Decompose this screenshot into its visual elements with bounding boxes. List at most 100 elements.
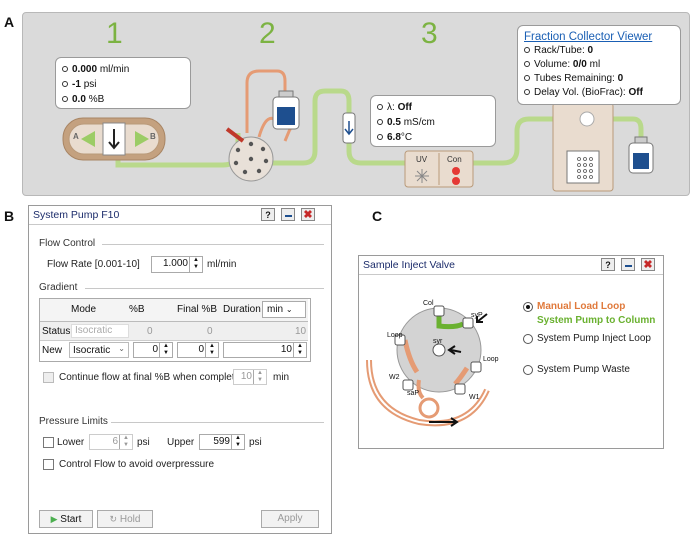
system-pump-dialog: System Pump F10 ? ✖ Flow Control Flow Ra… (28, 205, 332, 534)
flow-rate-label: Flow Rate [0.001-10] (47, 259, 140, 270)
duration-unit-select[interactable]: min ⌄ (262, 301, 306, 318)
delay-volume-value: Off (628, 87, 643, 98)
option-system-pump-waste[interactable]: System Pump Waste (537, 364, 630, 375)
pressure-limits-section-label: Pressure Limits (39, 416, 108, 427)
divider (111, 422, 324, 423)
upper-limit-label: Upper (167, 437, 195, 448)
spin-arrows-icon[interactable]: ▲▼ (119, 435, 132, 449)
lower-limit-stepper[interactable]: 6▲▼ (89, 434, 133, 450)
option-manual-load-loop[interactable]: Manual Load Loop (537, 301, 626, 312)
apply-button[interactable]: Apply (261, 510, 319, 528)
port-label-w2: W2 (389, 374, 400, 381)
orange-flow-path (453, 366, 470, 386)
pressure-unit: psi (83, 79, 97, 90)
chevron-down-icon: ⌄ (118, 344, 125, 353)
bottle-cap-icon (278, 90, 294, 98)
new-percent-b-value: 0 (152, 344, 158, 355)
start-button[interactable]: ▶ Start (39, 510, 93, 528)
new-duration-stepper[interactable]: 10▲▼ (223, 342, 307, 358)
spin-arrows-icon[interactable]: ▲▼ (293, 343, 306, 357)
minimize-button[interactable] (281, 208, 295, 221)
spin-arrows-icon[interactable]: ▲▼ (231, 435, 244, 449)
gradient-section-label: Gradient (39, 282, 78, 293)
arrow-icon (447, 345, 462, 355)
gradient-table (39, 298, 311, 362)
spin-arrows-icon[interactable]: ▲▼ (253, 370, 266, 384)
step-number-3: 3 (421, 17, 438, 50)
control-flow-checkbox[interactable] (43, 459, 54, 470)
delay-volume-label: Delay Vol. (BioFrac): (534, 87, 626, 98)
port-label-w1: W1 (469, 394, 480, 401)
new-percent-b-stepper[interactable]: 0▲▼ (133, 342, 173, 358)
gradient-table-header (40, 299, 308, 322)
valve-ports (233, 141, 269, 175)
continue-flow-checkbox[interactable] (43, 372, 54, 383)
volume-label: Volume: (534, 59, 571, 70)
volume-unit: ml (589, 59, 601, 70)
center-port-icon (432, 343, 446, 357)
chevron-down-icon: ⌄ (285, 305, 293, 314)
status-final-value: 0 (207, 326, 213, 337)
flow-rate-stepper[interactable]: 1.000 ▲▼ (151, 256, 203, 273)
radio-manual-load-loop[interactable] (523, 302, 533, 312)
down-arrow-icon (108, 129, 120, 150)
close-icon: ✖ (643, 259, 653, 271)
uv-lamp-icon (415, 169, 429, 183)
new-mode-select[interactable]: Isocratic⌄ (69, 342, 129, 358)
minimize-button[interactable] (621, 258, 635, 271)
hold-button[interactable]: ↻ Hold (97, 510, 153, 528)
detector-status-box: λ: Off 0.5 mS/cm 6.8°C (370, 95, 496, 147)
radio-system-pump-inject-loop[interactable] (523, 334, 533, 344)
radio-system-pump-waste[interactable] (523, 365, 533, 375)
duration-unit-value: min (267, 304, 284, 315)
flow-rate-unit: ml/min (207, 259, 237, 270)
close-button[interactable]: ✖ (301, 208, 315, 221)
minimize-icon (624, 264, 632, 267)
spin-arrows-icon[interactable]: ▲▼ (159, 343, 172, 357)
new-row-label: New (42, 345, 63, 356)
tubes-remaining-label: Tubes Remaining: (534, 73, 615, 84)
inlet-a-label: A (73, 132, 79, 141)
lower-limit-checkbox[interactable] (43, 437, 54, 448)
close-icon: ✖ (303, 209, 313, 221)
continue-flow-label: Continue flow at final %B when complete (59, 372, 241, 383)
option-system-pump-inject-loop[interactable]: System Pump Inject Loop (537, 333, 651, 344)
green-flow-path (436, 314, 465, 330)
inlet-a-arrow (81, 131, 95, 147)
fraction-collector-viewer-link[interactable]: Fraction Collector Viewer (524, 31, 653, 43)
help-button[interactable]: ? (601, 258, 615, 271)
orange-flow-path (402, 339, 420, 374)
spin-arrows-icon[interactable]: ▲▼ (189, 257, 202, 272)
pump-status-box: 0.000 ml/min -1 psi 0.0 %B (55, 57, 191, 109)
status-duration-value: 10 (295, 326, 307, 337)
uv-label: UV (416, 155, 428, 164)
tubing-path (271, 88, 443, 166)
option-manual-load-loop-sub: System Pump to Column (537, 315, 656, 326)
bottle-label-icon (633, 153, 649, 169)
upper-limit-value: 599 (213, 436, 230, 447)
continue-flow-value: 10 (240, 371, 252, 382)
spin-arrows-icon[interactable]: ▲▼ (205, 343, 218, 357)
continue-flow-stepper[interactable]: 10▲▼ (233, 369, 267, 385)
upper-limit-stepper[interactable]: 599▲▼ (199, 434, 245, 450)
loop-coil (418, 397, 440, 419)
tubes-remaining-value: 0 (617, 73, 624, 84)
close-button[interactable]: ✖ (641, 258, 655, 271)
column-header-duration: Duration (223, 304, 261, 315)
help-button[interactable]: ? (261, 208, 275, 221)
new-final-percent-b-stepper[interactable]: 0▲▼ (177, 342, 219, 358)
port-label-col: Col (423, 300, 434, 307)
column-header-percent-b: %B (129, 304, 145, 315)
inlet-b-label: B (150, 132, 156, 141)
hold-button-label: Hold (119, 514, 141, 525)
radio-selected-dot (526, 305, 530, 309)
system-overview-panel: 1 2 3 0.000 ml/min -1 psi 0.0 %B A B λ: … (22, 12, 690, 196)
dialog-title: System Pump F10 (29, 206, 331, 225)
continue-flow-unit: min (273, 372, 290, 383)
rack-value: 0 (587, 45, 594, 56)
port-label-sap: saP (407, 390, 420, 397)
status-mode-value: Isocratic (71, 324, 129, 338)
status-row-label: Status (42, 326, 71, 337)
panel-label-c: C (372, 208, 383, 224)
port-label-loop-left: Loop (387, 332, 403, 339)
